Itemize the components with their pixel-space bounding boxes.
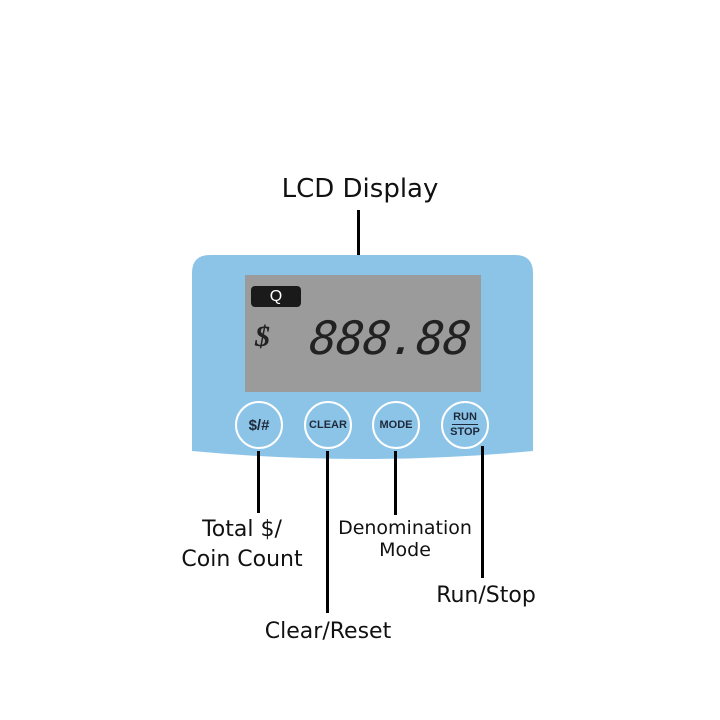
currency-symbol: $ — [255, 320, 270, 353]
total-line2: Coin Count — [181, 547, 303, 572]
run-callout-line — [481, 446, 484, 578]
mode-callout-line — [394, 451, 397, 515]
button-label-bottom: STOP — [450, 426, 480, 438]
total-line1: Total $/ — [202, 517, 282, 542]
mode-callout-label: Denomination Mode — [325, 517, 485, 561]
lcd-display-label: LCD Display — [281, 174, 439, 204]
button-label: MODE — [379, 419, 413, 431]
button-label: $/# — [248, 416, 270, 434]
q-badge: Q — [251, 286, 301, 307]
denom-line2: Mode — [379, 539, 431, 561]
total-count-button[interactable]: $/# — [235, 401, 283, 449]
clear-callout-line — [326, 451, 329, 613]
button-label-top: RUN — [452, 411, 478, 425]
run-stop-button[interactable]: RUN STOP — [441, 401, 489, 449]
total-callout-label: Total $/ Coin Count — [162, 515, 322, 575]
lcd-digits: 888.88 — [307, 311, 474, 365]
total-callout-line — [257, 451, 260, 513]
clear-callout-label: Clear/Reset — [264, 619, 392, 644]
denom-line1: Denomination — [338, 517, 472, 539]
clear-button[interactable]: CLEAR — [304, 401, 352, 449]
run-callout-label: Run/Stop — [436, 583, 536, 608]
button-label: CLEAR — [309, 419, 347, 431]
mode-button[interactable]: MODE — [372, 401, 420, 449]
lcd-callout-line — [357, 210, 360, 273]
